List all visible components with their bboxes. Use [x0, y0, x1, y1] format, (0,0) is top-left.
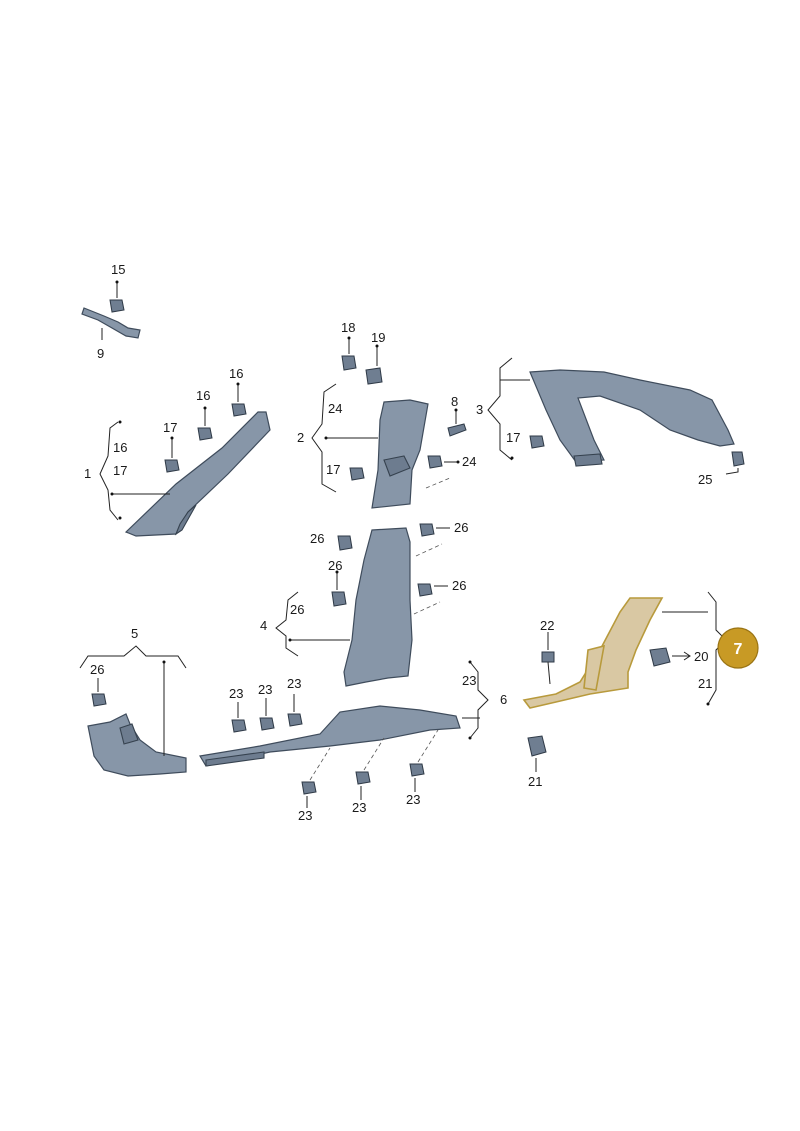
clip-16-top — [231, 403, 247, 417]
label-16c: 16 — [196, 388, 210, 403]
clip-26-c — [331, 591, 347, 607]
label-26c: 26 — [454, 520, 468, 535]
label-9: 9 — [97, 346, 104, 361]
label-19: 19 — [371, 330, 385, 345]
clip-23-f — [409, 763, 425, 777]
label-17a: 17 — [113, 463, 127, 478]
clip-26-d — [417, 583, 433, 597]
part-9-bracket — [81, 299, 141, 339]
label-26a: 26 — [290, 602, 304, 617]
label-26e: 26 — [452, 578, 466, 593]
label-2: 2 — [297, 430, 304, 445]
part-18-screw-clip — [341, 355, 357, 371]
label-23d: 23 — [287, 676, 301, 691]
label-22: 22 — [540, 618, 554, 633]
part-25-clip — [731, 451, 745, 467]
part-21-clip — [527, 735, 547, 757]
label-23f: 23 — [352, 800, 366, 815]
label-23e: 23 — [298, 808, 312, 823]
clip-23-b — [259, 717, 275, 731]
clip-24 — [427, 455, 443, 469]
part-7-highlighted-trim — [522, 597, 664, 709]
label-1: 1 — [84, 466, 91, 481]
label-3: 3 — [476, 402, 483, 417]
part-19-clip — [365, 367, 383, 385]
label-4: 4 — [260, 618, 267, 633]
label-17c: 17 — [326, 462, 340, 477]
label-26f: 26 — [90, 662, 104, 677]
label-17b: 17 — [163, 420, 177, 435]
label-16a: 16 — [113, 440, 127, 455]
label-5: 5 — [131, 626, 138, 641]
part-1-a-pillar-trim — [124, 411, 271, 537]
clip-26-e — [91, 693, 107, 707]
label-24b: 24 — [462, 454, 476, 469]
callout-7-text: 7 — [734, 641, 743, 658]
callout-7-badge: 7 — [717, 627, 759, 669]
label-8: 8 — [451, 394, 458, 409]
clip-26-a — [337, 535, 353, 551]
clip-17-mid — [164, 459, 180, 473]
label-23b: 23 — [229, 686, 243, 701]
clip-23-a — [231, 719, 247, 733]
label-23a: 23 — [462, 673, 476, 688]
label-23g: 23 — [406, 792, 420, 807]
label-26d: 26 — [328, 558, 342, 573]
clip-16-mid — [197, 427, 213, 441]
label-6: 6 — [500, 692, 507, 707]
label-18: 18 — [341, 320, 355, 335]
label-25: 25 — [698, 472, 712, 487]
part-2-b-pillar-upper — [371, 399, 429, 509]
clip-17-b — [349, 467, 365, 481]
part-22-screw — [541, 651, 555, 685]
part-8-clip — [447, 423, 467, 437]
label-21b: 21 — [528, 774, 542, 789]
label-21a: 21 — [698, 676, 712, 691]
clip-26-b — [419, 523, 435, 537]
clip-23-e — [355, 771, 371, 785]
part-5-kick-panel — [87, 713, 187, 777]
label-23c: 23 — [258, 682, 272, 697]
clip-23-c — [287, 713, 303, 727]
clip-23-d — [301, 781, 317, 795]
label-20: 20 — [694, 649, 708, 664]
label-26b: 26 — [310, 531, 324, 546]
part-20-clip — [649, 647, 671, 667]
part-3-c-pillar-trim — [529, 369, 735, 467]
label-15: 15 — [111, 262, 125, 277]
clip-17-c — [529, 435, 545, 449]
part-4-b-pillar-lower — [343, 527, 413, 687]
part-6-sill-trim — [199, 705, 461, 767]
label-24a: 24 — [328, 401, 342, 416]
label-16b: 16 — [229, 366, 243, 381]
label-17d: 17 — [506, 430, 520, 445]
